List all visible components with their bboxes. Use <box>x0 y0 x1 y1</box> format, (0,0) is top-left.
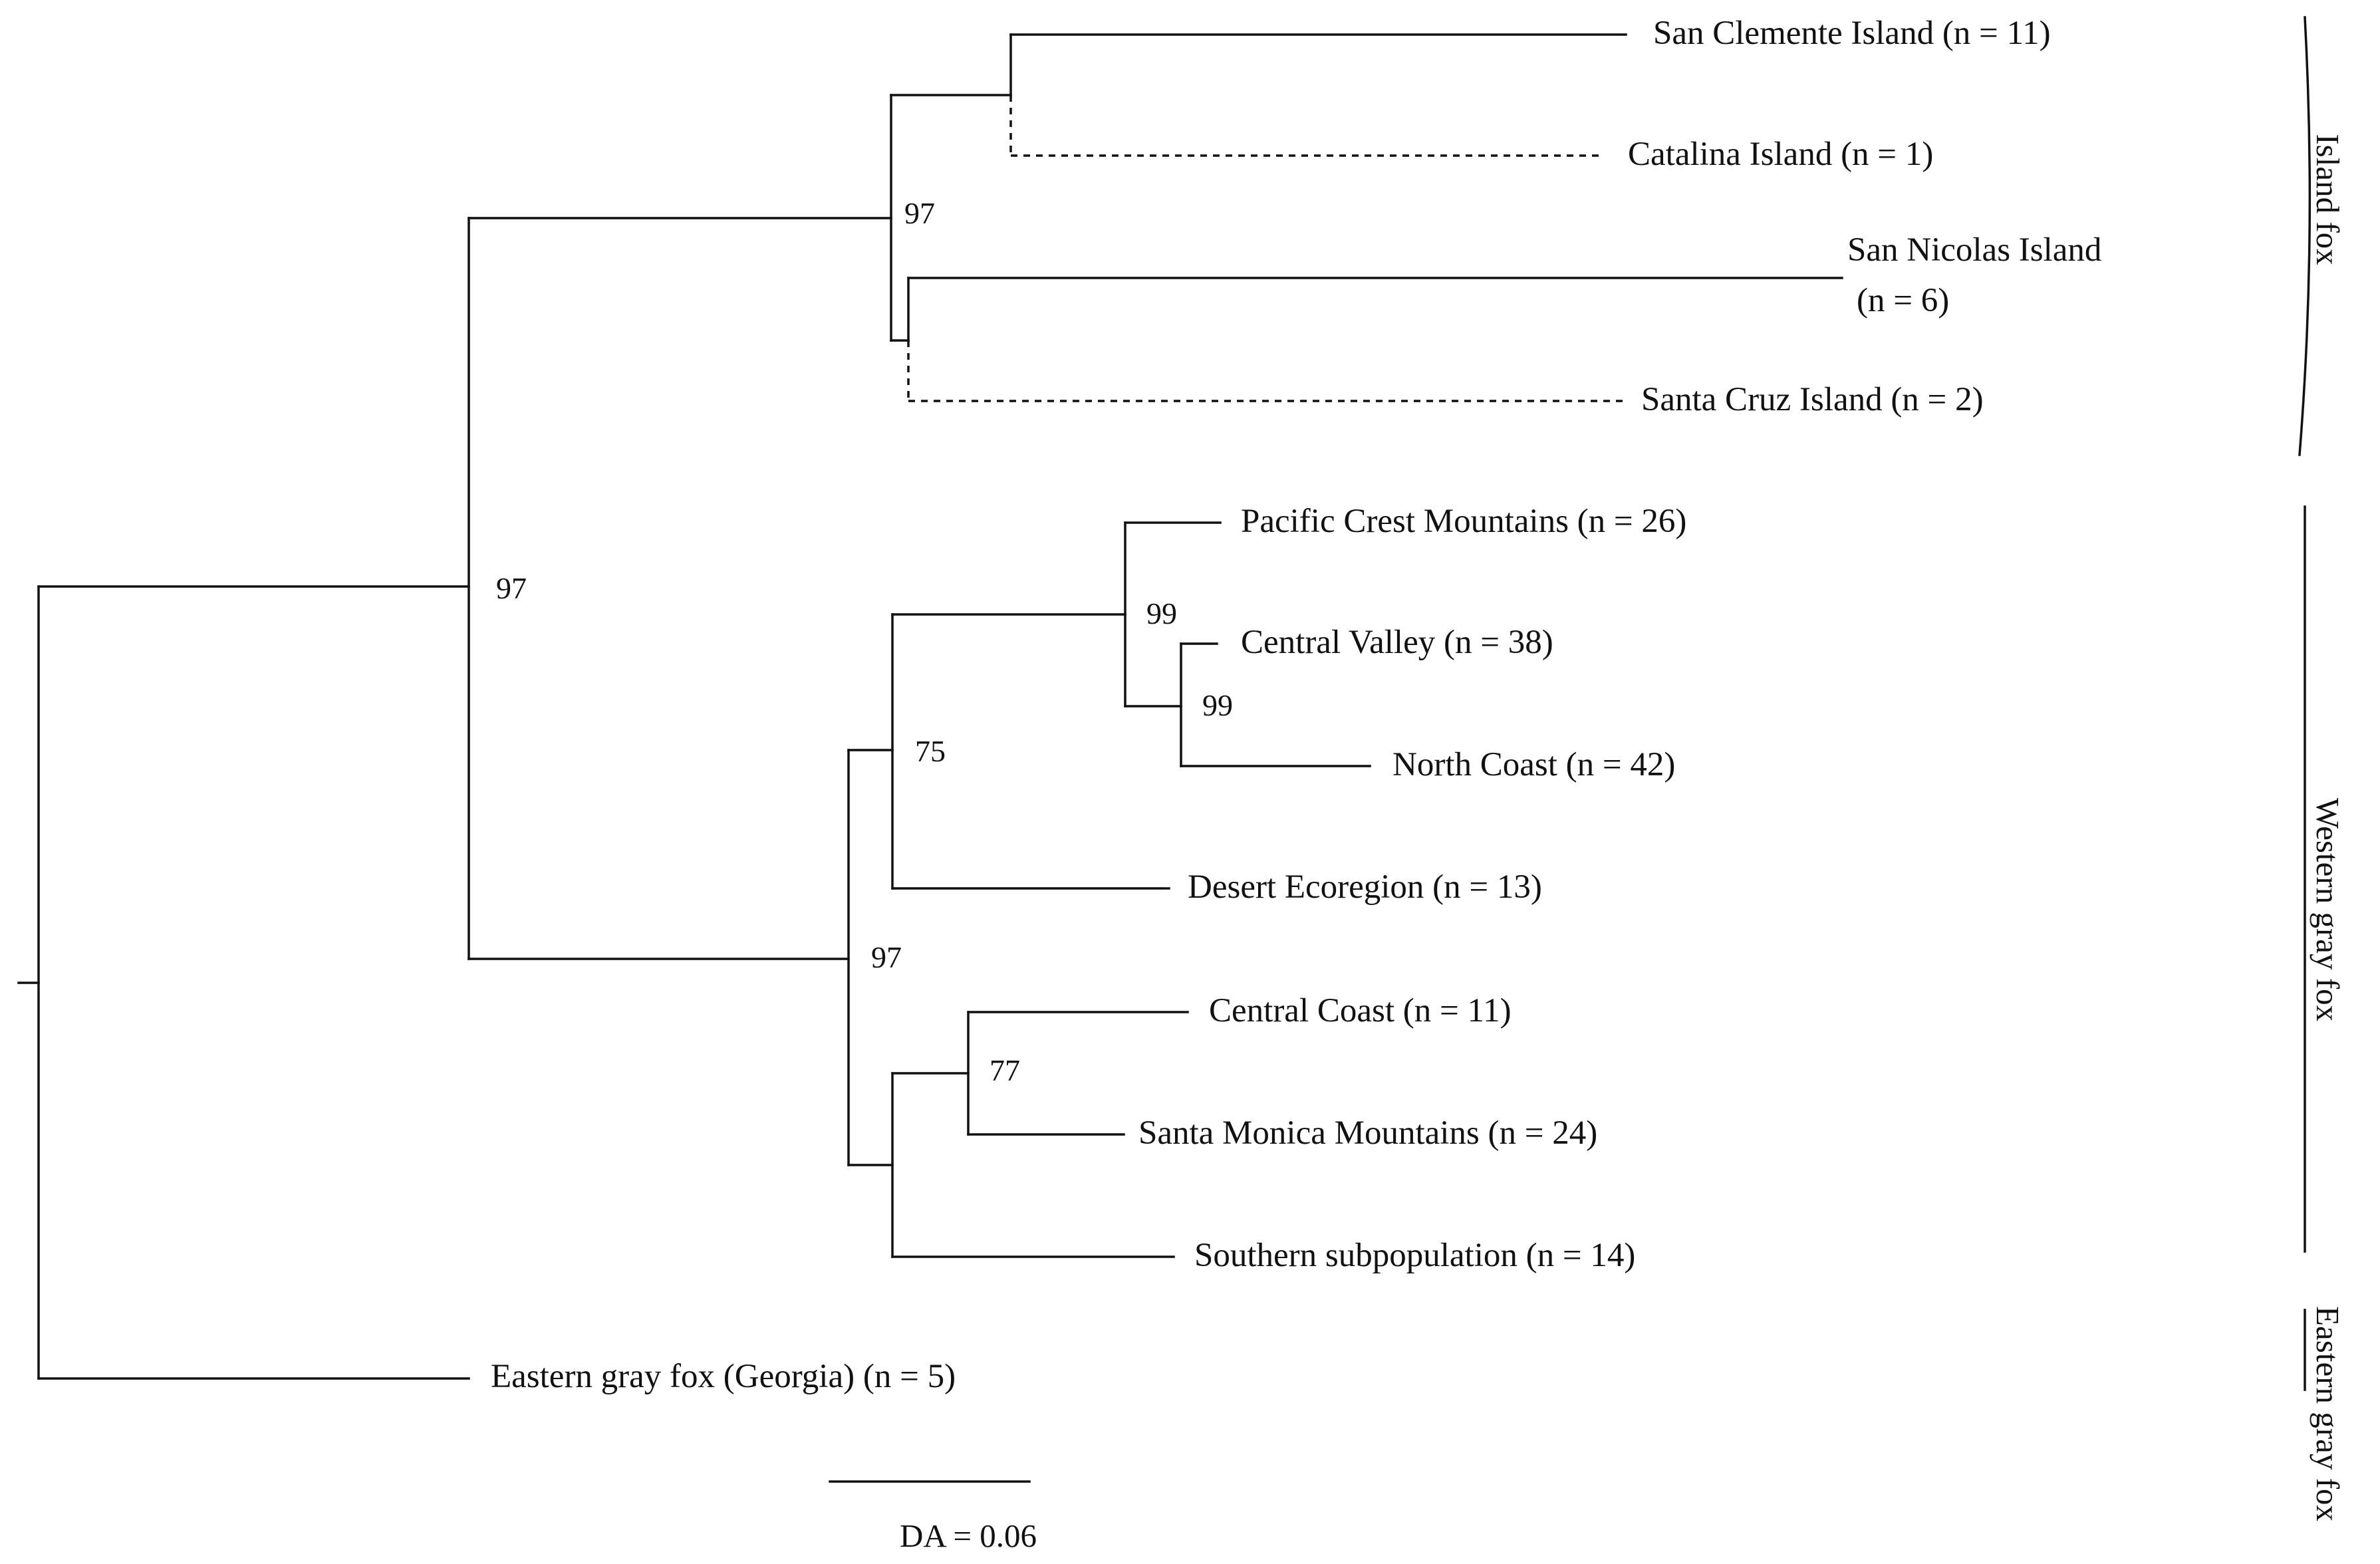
group-label-eastern-gray-fox: Eastern gray fox <box>2310 1306 2346 1521</box>
group-label-island-fox: Island fox <box>2310 134 2346 265</box>
bootstrap-island-western: 97 <box>496 571 527 605</box>
leaf-pacific-crest: Pacific Crest Mountains (n = 26) <box>1241 503 1686 540</box>
leaf-eastern-georgia: Eastern gray fox (Georgia) (n = 5) <box>491 1358 956 1395</box>
leaf-central-valley: Central Valley (n = 38) <box>1241 624 1553 661</box>
leaf-southern: Southern subpopulation (n = 14) <box>1194 1237 1635 1274</box>
leaf-santa-cruz: Santa Cruz Island (n = 2) <box>1641 381 1984 418</box>
bracket-island-fox <box>2298 16 2312 456</box>
leaf-santa-monica: Santa Monica Mountains (n = 24) <box>1138 1114 1597 1152</box>
bootstrap-island-clade: 97 <box>904 196 935 230</box>
bootstrap-northern-group: 75 <box>915 734 946 768</box>
leaf-catalina: Catalina Island (n = 1) <box>1628 136 1933 173</box>
leaf-san-nicolas-line1: San Nicolas Island <box>1847 231 2101 269</box>
scale-bar-label: DA = 0.06 <box>900 1517 1037 1554</box>
bootstrap-cv-nc: 99 <box>1202 688 1233 722</box>
leaf-central-coast: Central Coast (n = 11) <box>1209 992 1512 1029</box>
leaf-desert: Desert Ecoregion (n = 13) <box>1188 868 1542 906</box>
bootstrap-pcm-cv-nc: 99 <box>1146 596 1177 630</box>
bootstrap-western-clade: 97 <box>871 940 902 974</box>
leaf-north-coast: North Coast (n = 42) <box>1392 746 1675 783</box>
group-label-western-gray-fox: Western gray fox <box>2310 798 2346 1021</box>
leaf-san-clemente: San Clemente Island (n = 11) <box>1653 15 2051 52</box>
leaf-san-nicolas-line2: (n = 6) <box>1857 282 1949 319</box>
bootstrap-cc-smm: 77 <box>990 1053 1020 1087</box>
